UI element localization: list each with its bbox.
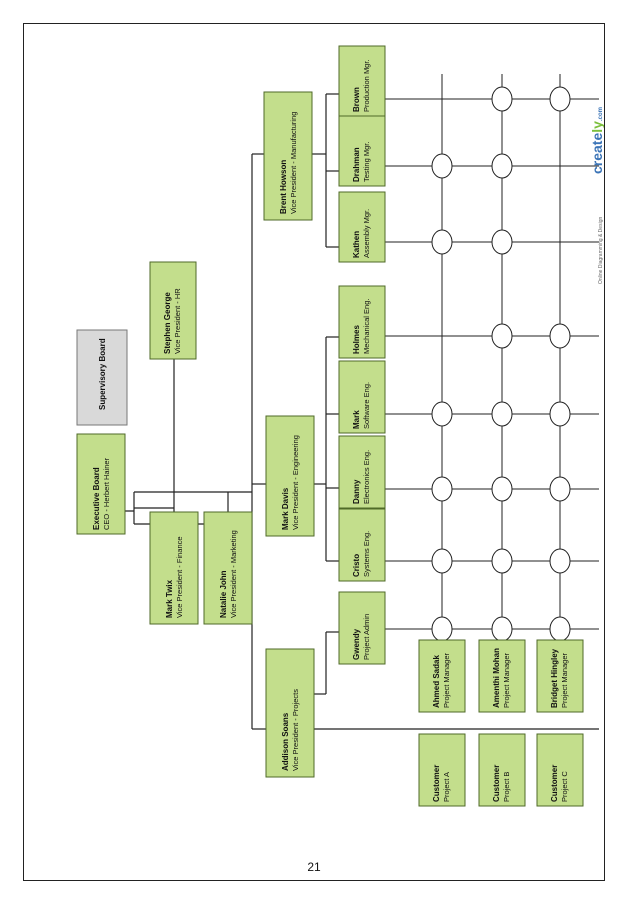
org-matrix-chart: Supervisory Board Executive Board CEO - … bbox=[76, 45, 604, 807]
supervisory-board-box: Supervisory Board bbox=[76, 329, 128, 426]
vp-projects-name: Addison Soans bbox=[281, 712, 290, 771]
pm-role: Project Manager bbox=[442, 652, 451, 708]
logo-tld: .com bbox=[598, 107, 604, 121]
matrix-oval bbox=[491, 476, 513, 502]
customer-name: Customer bbox=[432, 765, 441, 802]
staff-role: Assembly Mgr. bbox=[362, 209, 371, 258]
staff-brown-box: Brown Production Mgr. bbox=[338, 45, 386, 117]
pm-name: Bridget Hingley bbox=[550, 648, 559, 708]
vp-projects-box: Addison Soans Vice President - Projects bbox=[265, 648, 315, 778]
matrix-oval bbox=[549, 86, 571, 112]
executive-board-title: Executive Board bbox=[92, 467, 101, 530]
matrix-oval bbox=[549, 401, 571, 427]
matrix-oval bbox=[431, 229, 453, 255]
pm-role: Project Manager bbox=[560, 652, 569, 708]
staff-cristo-box: Cristo Systems Eng. bbox=[338, 508, 386, 582]
vp-engineering-name: Mark Davis bbox=[281, 487, 290, 530]
staff-danny-box: Danny Electronics Eng. bbox=[338, 435, 386, 509]
page-number: 21 bbox=[307, 860, 321, 874]
matrix-ovals bbox=[431, 86, 571, 642]
vp-manufacturing-name: Brent Howson bbox=[279, 160, 288, 214]
connector-lines bbox=[104, 93, 599, 730]
staff-name: Danny bbox=[352, 479, 361, 504]
matrix-oval bbox=[431, 616, 453, 642]
staff-name: Holmes bbox=[352, 325, 361, 354]
vp-engineering-box: Mark Davis Vice President - Engineering bbox=[265, 415, 315, 537]
matrix-oval bbox=[431, 153, 453, 179]
staff-role: Electronics Eng. bbox=[362, 450, 371, 504]
staff-name: Drahman bbox=[352, 147, 361, 182]
staff-role: Software Eng. bbox=[362, 382, 371, 429]
matrix-oval bbox=[549, 548, 571, 574]
matrix-oval bbox=[491, 401, 513, 427]
customer-name: Customer bbox=[492, 765, 501, 802]
staff-name: Mark bbox=[352, 410, 361, 429]
customer-c-box: Customer Project C bbox=[536, 733, 584, 807]
staff-role: Production Mgr. bbox=[362, 59, 371, 112]
pm-bridget-box: Bridget Hingley Project Manager bbox=[536, 639, 584, 713]
vp-hr-box: Stephen George Vice President - HR bbox=[149, 261, 197, 360]
matrix-oval bbox=[431, 548, 453, 574]
supervisory-board-title: Supervisory Board bbox=[98, 338, 107, 410]
matrix-oval bbox=[491, 548, 513, 574]
vp-manufacturing-role: Vice President - Manufacturing bbox=[289, 112, 298, 214]
pm-name: Ahmed Sadak bbox=[432, 655, 441, 708]
staff-mark-box: Mark Software Eng. bbox=[338, 360, 386, 434]
staff-holmes-box: Holmes Mechanical Eng. bbox=[338, 285, 386, 359]
matrix-oval bbox=[549, 323, 571, 349]
vp-marketing-name: Natalie John bbox=[219, 570, 228, 618]
matrix-oval bbox=[491, 229, 513, 255]
staff-name: Brown bbox=[352, 87, 361, 112]
matrix-oval bbox=[491, 323, 513, 349]
vp-finance-name: Mark Twix bbox=[165, 579, 174, 618]
customer-project: Project B bbox=[502, 772, 511, 802]
staff-role: Mechanical Eng. bbox=[362, 299, 371, 354]
svg-text:creately.com: creately.com bbox=[589, 107, 604, 174]
vp-finance-box: Mark Twix Vice President - Finance bbox=[149, 511, 199, 625]
matrix-oval bbox=[549, 616, 571, 642]
matrix-oval bbox=[491, 616, 513, 642]
customer-a-box: Customer Project A bbox=[418, 733, 466, 807]
customer-name: Customer bbox=[550, 765, 559, 802]
staff-role: Project Admin bbox=[362, 614, 371, 660]
customer-b-box: Customer Project B bbox=[478, 733, 526, 807]
vp-projects-role: Vice President - Projects bbox=[291, 689, 300, 771]
staff-kathen-box: Kathen Assembly Mgr. bbox=[338, 191, 386, 263]
vp-marketing-box: Natalie John Vice President - Marketing bbox=[203, 511, 253, 625]
document-page: Supervisory Board Executive Board CEO - … bbox=[23, 23, 605, 881]
vp-hr-name: Stephen George bbox=[163, 292, 172, 354]
matrix-oval bbox=[549, 476, 571, 502]
logo-tagline: Online Diagramming & Design bbox=[598, 217, 604, 284]
pm-name: Amenthi Mohan bbox=[492, 648, 501, 708]
pm-amenthi-box: Amenthi Mohan Project Manager bbox=[478, 639, 526, 713]
vp-marketing-role: Vice President - Marketing bbox=[229, 530, 238, 618]
executive-board-box: Executive Board CEO - Herbert Hainer bbox=[76, 433, 126, 535]
matrix-oval bbox=[431, 401, 453, 427]
logo-suffix: ly bbox=[589, 121, 604, 133]
vp-finance-role: Vice President - Finance bbox=[175, 536, 184, 618]
staff-role: Testing Mgr. bbox=[362, 142, 371, 182]
customer-project: Project C bbox=[560, 771, 569, 802]
pm-role: Project Manager bbox=[502, 652, 511, 708]
pm-ahmed-box: Ahmed Sadak Project Manager bbox=[418, 639, 466, 713]
creately-logo: creately.com Online Diagramming & Design bbox=[589, 107, 604, 284]
staff-name: Gwendy bbox=[352, 628, 361, 660]
staff-name: Kathen bbox=[352, 231, 361, 258]
matrix-oval bbox=[491, 86, 513, 112]
staff-name: Cristo bbox=[352, 554, 361, 577]
customer-project: Project A bbox=[442, 772, 451, 802]
logo-brand: create bbox=[589, 133, 604, 174]
vp-manufacturing-box: Brent Howson Vice President - Manufactur… bbox=[263, 91, 313, 221]
staff-drahman-box: Drahman Testing Mgr. bbox=[338, 115, 386, 187]
vp-hr-role: Vice President - HR bbox=[173, 288, 182, 354]
staff-gwendy-box: Gwendy Project Admin bbox=[338, 591, 386, 665]
executive-board-sub: CEO - Herbert Hainer bbox=[102, 457, 111, 530]
matrix-oval bbox=[431, 476, 453, 502]
staff-role: Systems Eng. bbox=[362, 531, 371, 577]
matrix-oval bbox=[491, 153, 513, 179]
vp-engineering-role: Vice President - Engineering bbox=[291, 435, 300, 530]
